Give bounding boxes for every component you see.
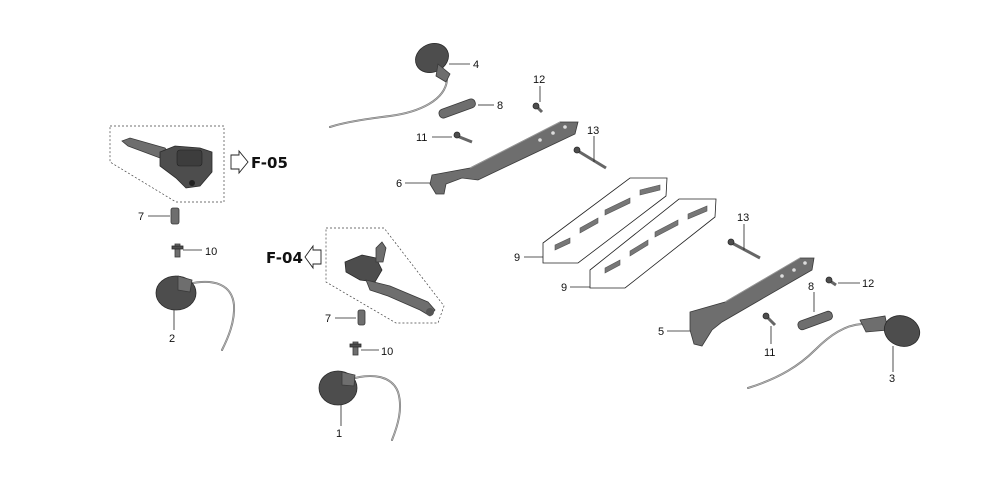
part-9-sheet-lower xyxy=(589,198,717,289)
reference-f05: F-05 xyxy=(251,154,288,172)
part-6-stay-bracket xyxy=(429,121,579,195)
part-10-fitting-left xyxy=(171,243,184,258)
part-8-pad-lower xyxy=(797,310,833,331)
part-5-stay-bracket xyxy=(689,257,815,347)
f04-assembly-box xyxy=(325,227,445,324)
part-9-sheet-upper xyxy=(542,177,668,264)
part-11-bolt-upper xyxy=(453,131,473,144)
label-9-lower: 9 xyxy=(561,282,567,294)
label-2: 2 xyxy=(169,333,175,345)
part-11-bolt-lower xyxy=(762,312,777,327)
label-13-lower: 13 xyxy=(737,212,749,224)
part-2-turn-signal xyxy=(155,275,236,351)
label-9-upper: 9 xyxy=(514,252,520,264)
part-8-pad-upper xyxy=(438,98,476,119)
part-13-long-bolt-lower xyxy=(727,238,761,260)
label-10-left: 10 xyxy=(205,246,217,258)
part-7-fitting-left xyxy=(170,207,180,225)
label-12-upper: 12 xyxy=(533,74,545,86)
part-1-turn-signal xyxy=(318,370,402,441)
part-12-screw-lower xyxy=(825,276,837,287)
label-6: 6 xyxy=(396,178,402,190)
part-13-long-bolt-upper xyxy=(573,146,607,170)
reference-f04: F-04 xyxy=(266,249,303,267)
part-7-fitting-center xyxy=(357,309,366,326)
label-13-upper: 13 xyxy=(587,125,599,137)
part-10-fitting-center xyxy=(349,341,362,356)
label-11-lower: 11 xyxy=(764,347,775,359)
arrow-f04-icon xyxy=(304,244,322,270)
f05-assembly-box xyxy=(109,125,225,203)
label-3: 3 xyxy=(889,373,895,385)
label-10-center: 10 xyxy=(381,346,393,358)
label-7-left: 7 xyxy=(138,211,144,223)
label-7-center: 7 xyxy=(325,313,331,325)
label-5: 5 xyxy=(658,326,664,338)
arrow-f05-icon xyxy=(230,149,249,175)
label-11-upper: 11 xyxy=(416,132,427,144)
label-8-upper: 8 xyxy=(497,100,503,112)
label-4: 4 xyxy=(473,59,479,71)
label-12-lower: 12 xyxy=(862,278,874,290)
label-8-lower: 8 xyxy=(808,281,814,293)
part-12-screw-upper xyxy=(532,102,544,114)
part-3-turn-signal xyxy=(747,315,921,389)
part-4-turn-signal xyxy=(329,43,451,128)
label-1: 1 xyxy=(336,428,342,440)
